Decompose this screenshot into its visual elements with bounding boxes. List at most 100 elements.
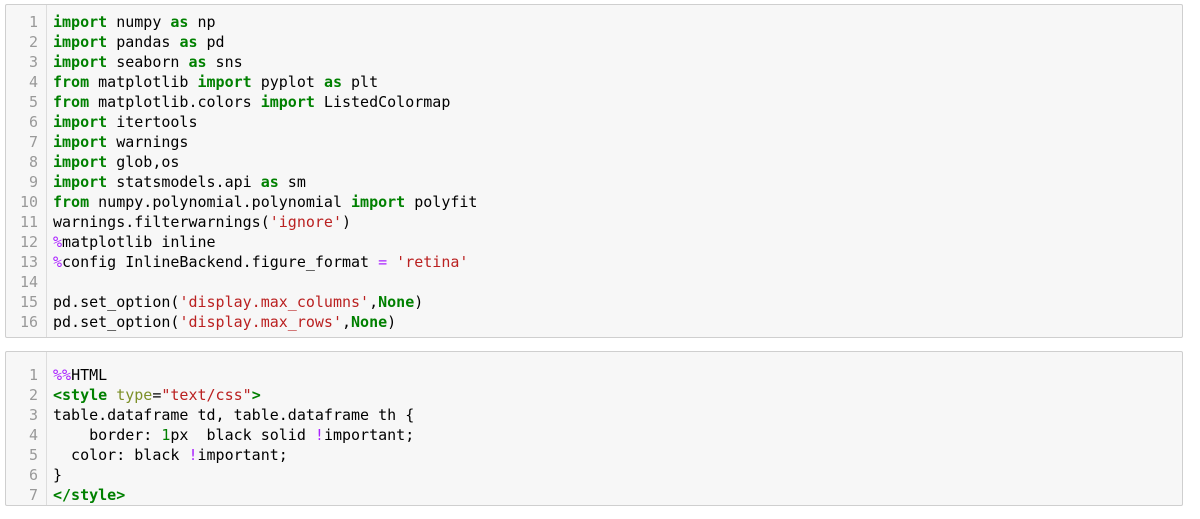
code-token: pd	[197, 33, 225, 51]
code-token: as	[179, 33, 198, 51]
code-text: import warnings	[38, 132, 188, 152]
code-token: 'retina'	[396, 253, 469, 271]
line-number: 5	[28, 93, 38, 111]
code-token: pandas	[107, 33, 180, 51]
code-token: "text/css"	[161, 386, 252, 404]
code-token: glob,os	[107, 153, 180, 171]
code-line: 6}	[6, 465, 1182, 485]
code-text: from matplotlib import pyplot as plt	[38, 72, 378, 92]
line-number: 2	[28, 386, 38, 404]
code-text: table.dataframe td, table.dataframe th {	[38, 405, 414, 425]
code-token: important;	[197, 446, 288, 464]
code-token: import	[197, 73, 252, 91]
code-token: px black solid	[170, 426, 315, 444]
code-token: pd.set_option(	[53, 313, 180, 331]
line-number: 4	[28, 426, 38, 444]
code-token: HTML	[71, 366, 108, 384]
code-line: 3 import seaborn as sns	[6, 52, 1182, 72]
code-token: sns	[206, 53, 243, 71]
code-token: import	[53, 33, 108, 51]
code-token: config InlineBackend.figure_format	[62, 253, 379, 271]
code-line: 2<style type="text/css">	[6, 385, 1182, 405]
code-token: numpy.polynomial.polynomial	[89, 193, 352, 211]
line-number: 12	[19, 233, 38, 251]
line-number: 7	[28, 133, 38, 151]
code-line: 1%%HTML	[6, 365, 1182, 385]
code-text: import glob,os	[38, 152, 179, 172]
code-token: as	[188, 53, 207, 71]
code-text	[38, 272, 53, 292]
code-text: border: 1px black solid !important;	[38, 425, 414, 445]
line-number: 8	[28, 153, 38, 171]
code-token: ,	[342, 313, 352, 331]
code-token: </style>	[53, 486, 126, 504]
code-token: None	[378, 293, 415, 311]
code-token: as	[260, 173, 279, 191]
code-token: %%	[53, 366, 72, 384]
code-line: 6 import itertools	[6, 112, 1182, 132]
code-token: import	[260, 93, 315, 111]
code-text: import statsmodels.api as sm	[38, 172, 306, 192]
code-token: import	[53, 53, 108, 71]
code-token: =	[378, 253, 388, 271]
code-line: 14	[6, 272, 1182, 292]
code-text: from matplotlib.colors import ListedColo…	[38, 92, 450, 112]
code-token: matplotlib	[89, 73, 198, 91]
code-token: %	[53, 233, 63, 251]
line-number: 16	[19, 313, 38, 331]
line-number: 6	[28, 113, 38, 131]
code-line: 13%config InlineBackend.figure_format = …	[6, 252, 1182, 272]
code-token: ,	[369, 293, 379, 311]
code-token: =	[152, 386, 162, 404]
code-text: import pandas as pd	[38, 32, 225, 52]
code-token: statsmodels.api	[107, 173, 261, 191]
code-text: </style>	[38, 485, 125, 505]
code-token: seaborn	[107, 53, 189, 71]
line-number: 10	[19, 193, 38, 211]
line-number: 5	[28, 446, 38, 464]
code-token: matplotlib.colors	[89, 93, 261, 111]
line-number: 4	[28, 73, 38, 91]
code-text: }	[38, 465, 62, 485]
code-token: import	[53, 13, 108, 31]
code-line: 5 color: black !important;	[6, 445, 1182, 465]
code-token: import	[351, 193, 406, 211]
code-token: !	[188, 446, 198, 464]
code-text: pd.set_option('display.max_rows',None)	[38, 312, 396, 332]
code-token: itertools	[107, 113, 198, 131]
code-token: warnings	[107, 133, 189, 151]
code-token: %	[53, 253, 63, 271]
code-token: color: black	[53, 446, 189, 464]
code-token: from	[53, 93, 90, 111]
line-number: 11	[19, 213, 38, 231]
code-token: polyfit	[405, 193, 478, 211]
code-token: as	[323, 73, 342, 91]
code-token: np	[188, 13, 216, 31]
code-token: )	[414, 293, 424, 311]
code-token: 1	[161, 426, 171, 444]
code-token: sm	[278, 173, 306, 191]
code-token: from	[53, 73, 90, 91]
line-number: 6	[28, 466, 38, 484]
line-number: 1	[28, 13, 38, 31]
line-number: 9	[28, 173, 38, 191]
code-token: border:	[53, 426, 162, 444]
code-token: matplotlib inline	[62, 233, 216, 251]
code-line: 12%matplotlib inline	[6, 232, 1182, 252]
line-number: 3	[28, 53, 38, 71]
code-token: plt	[342, 73, 379, 91]
code-token: import	[53, 173, 108, 191]
code-token: import	[53, 113, 108, 131]
